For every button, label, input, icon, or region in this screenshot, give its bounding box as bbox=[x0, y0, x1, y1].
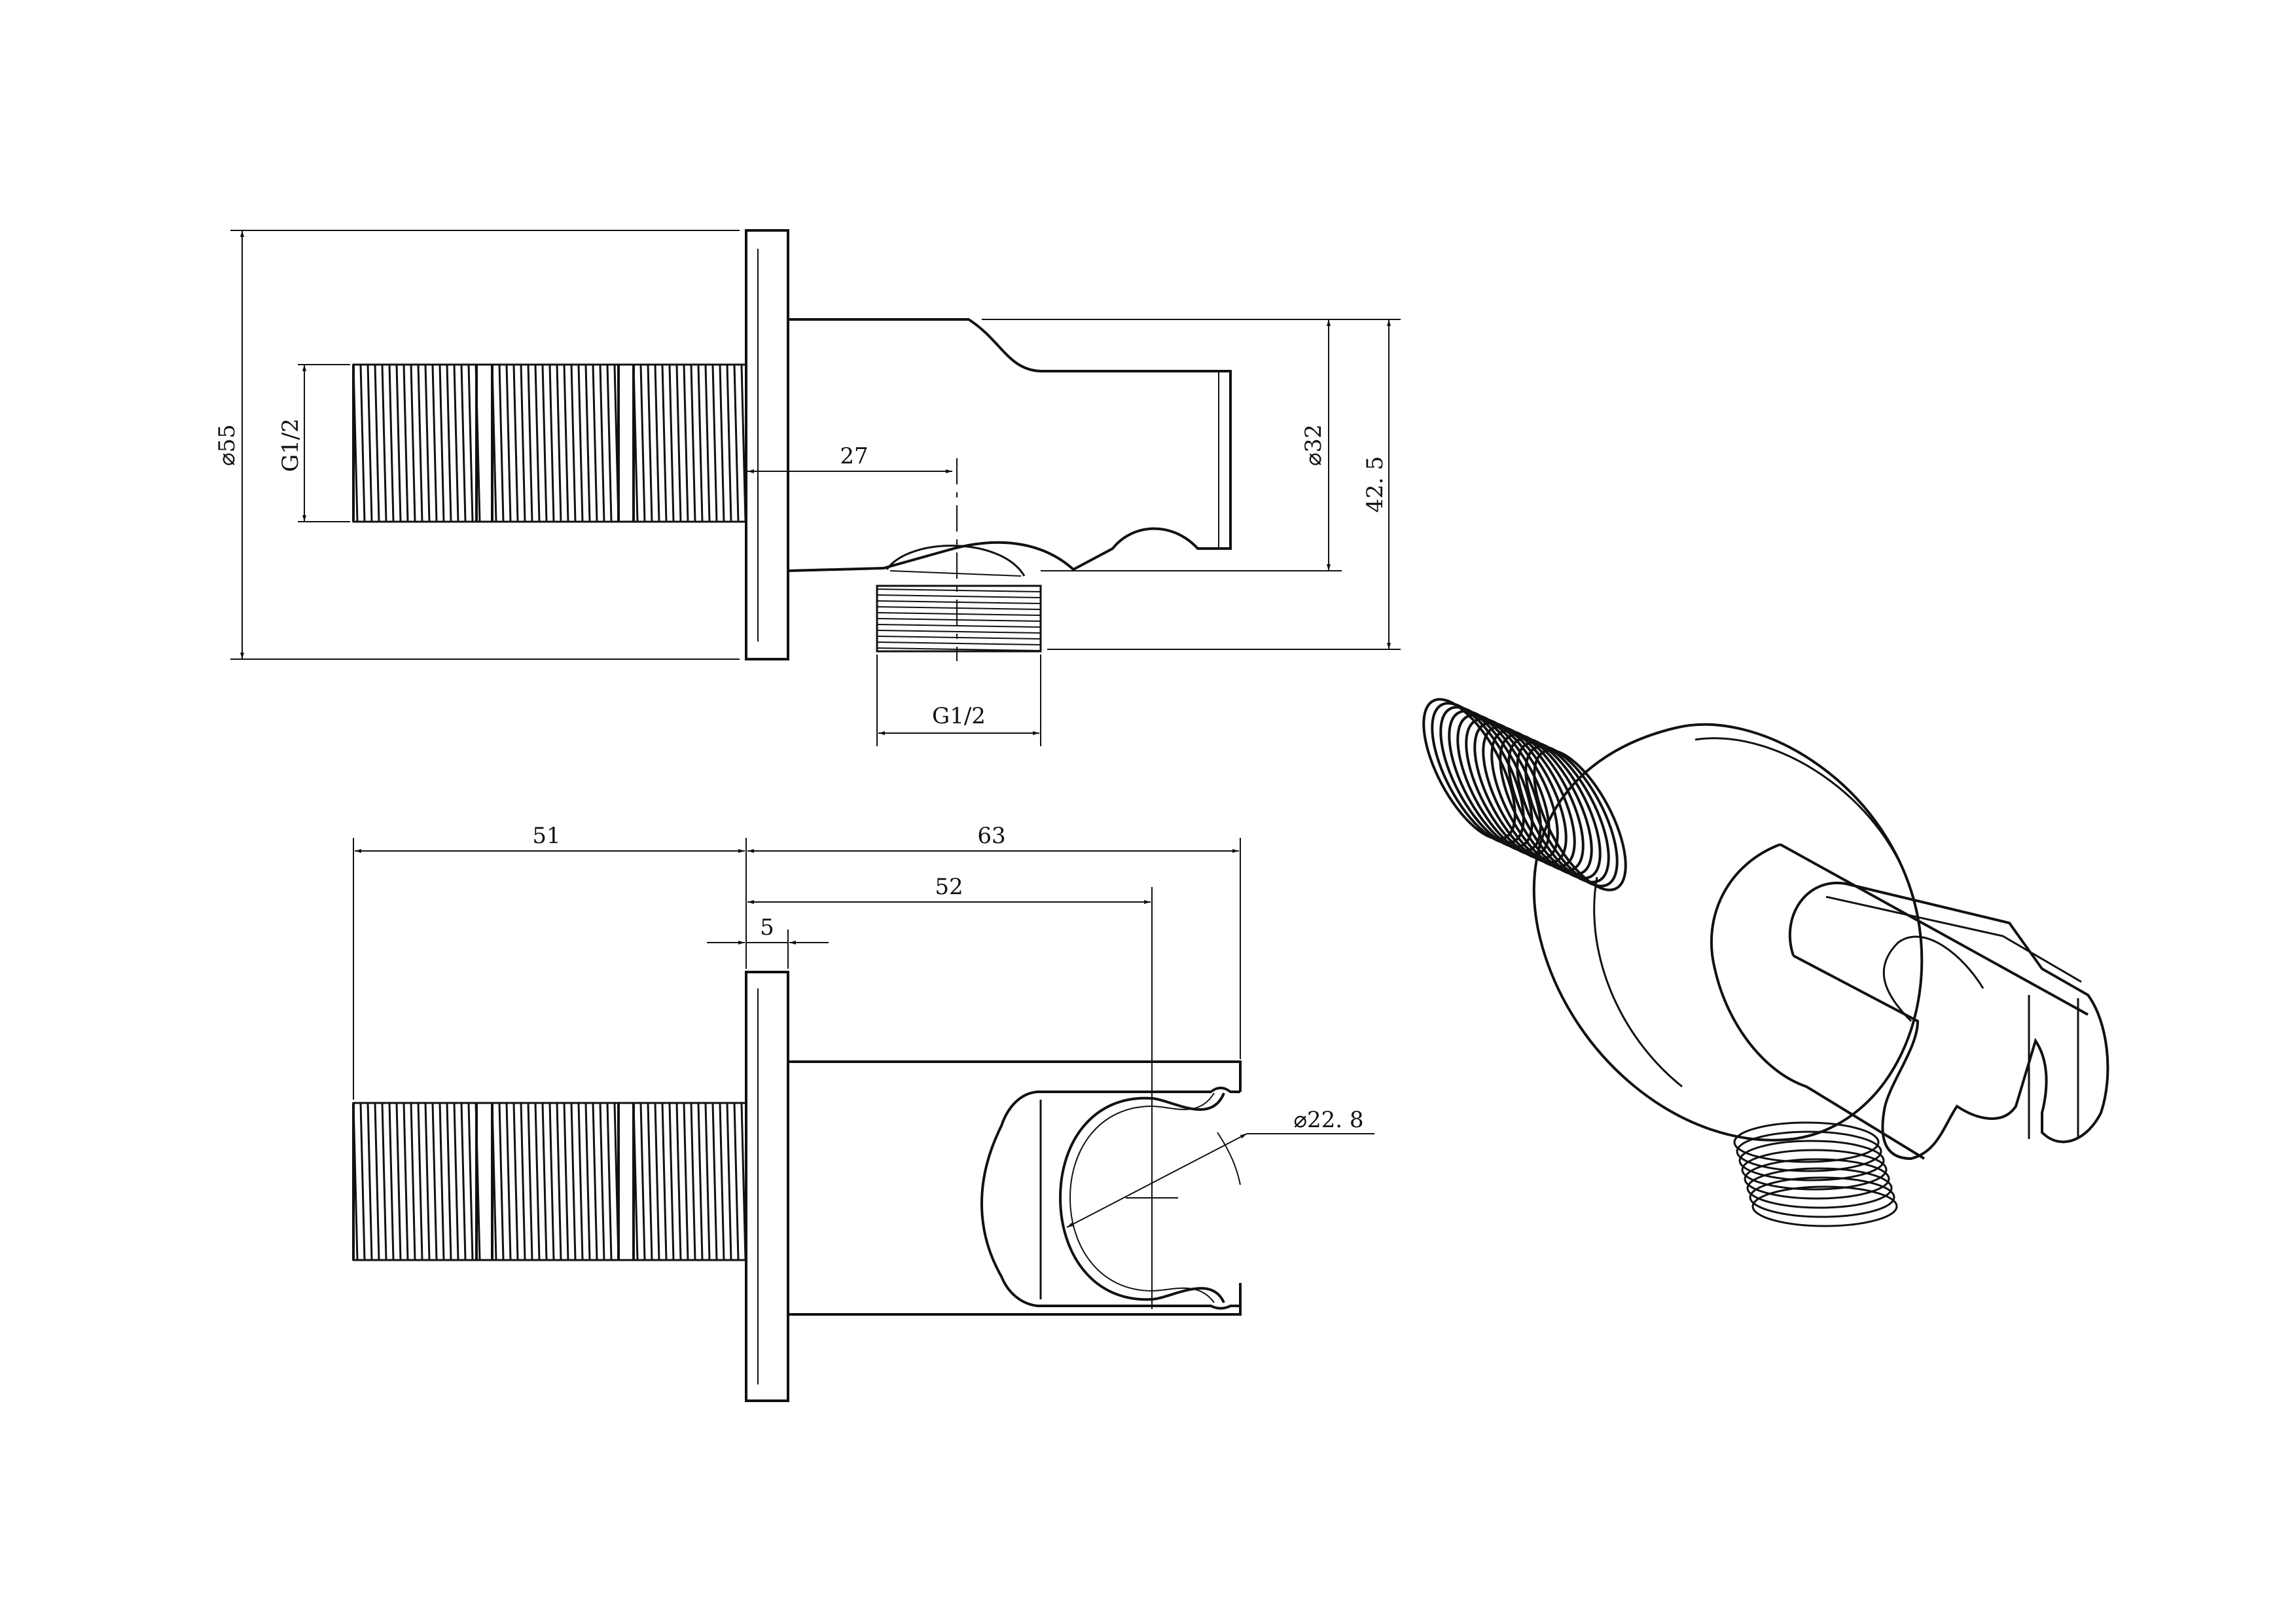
front-holder-body bbox=[787, 1060, 1242, 1316]
dim-side-thread: G1/2 bbox=[278, 418, 304, 472]
side-flange bbox=[745, 229, 789, 660]
front-cradle-ring bbox=[1058, 1092, 1225, 1303]
iso-thread bbox=[1422, 698, 1627, 892]
iso-holder bbox=[1788, 881, 2109, 1161]
iso-body bbox=[1710, 843, 1807, 1088]
dim-front-holder-center: 52 bbox=[935, 874, 963, 900]
dim-front-total-length: 63 bbox=[977, 823, 1005, 849]
front-cradle bbox=[980, 1087, 1240, 1310]
dim-side-diameter: ⌀55 bbox=[214, 424, 240, 466]
front-dimensions: 51 63 52 5 bbox=[353, 823, 1241, 1100]
side-thread-pipe bbox=[352, 363, 747, 523]
front-view: ⌀22. 8 bbox=[352, 887, 1374, 1402]
dim-front-cradle-diameter: ⌀22. 8 bbox=[1294, 1107, 1364, 1133]
side-view bbox=[352, 229, 1232, 661]
dim-front-thread-length: 51 bbox=[532, 823, 560, 849]
side-outlet-thread bbox=[876, 585, 1042, 653]
front-flange bbox=[745, 971, 789, 1402]
side-dimensions: ⌀55 G1/2 27 ⌀32 42. 5 G1/2 bbox=[214, 230, 1401, 746]
dim-side-holder-diameter: ⌀32 bbox=[1300, 424, 1327, 466]
dim-side-offset: 27 bbox=[840, 443, 868, 469]
front-thread-pipe bbox=[352, 1102, 747, 1261]
isometric-view bbox=[1422, 698, 2109, 1227]
dim-side-height: 42. 5 bbox=[1362, 456, 1388, 513]
side-outlet-dome bbox=[886, 545, 1026, 577]
dim-front-flange: 5 bbox=[760, 914, 774, 941]
iso-rosette bbox=[1532, 723, 1924, 1142]
iso-outlet-thread bbox=[1733, 1121, 1898, 1227]
side-holder-body bbox=[787, 318, 1232, 572]
dim-outlet-thread: G1/2 bbox=[932, 703, 986, 729]
